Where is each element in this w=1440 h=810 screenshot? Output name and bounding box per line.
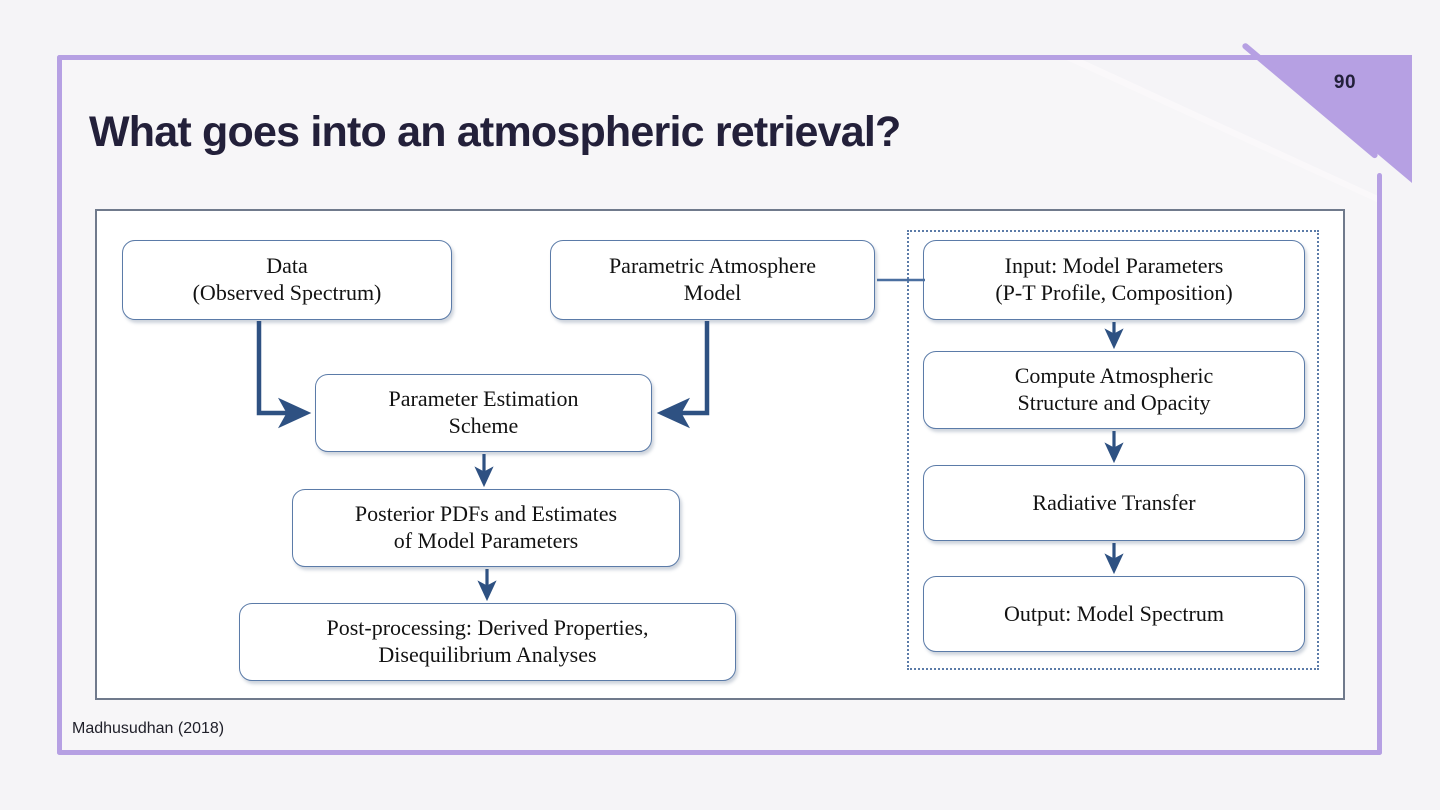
diagram-canvas: Data (Observed Spectrum) Parametric Atmo… xyxy=(97,211,1343,698)
page-title: What goes into an atmospheric retrieval? xyxy=(89,108,901,156)
flow-box-compute-line1: Compute Atmospheric xyxy=(1014,363,1214,389)
flow-box-output-model-spectrum: Output: Model Spectrum xyxy=(923,576,1305,652)
page-number: 90 xyxy=(1333,72,1357,93)
flow-box-input-line2: (P-T Profile, Composition) xyxy=(995,280,1233,305)
slide-border-top xyxy=(57,55,1260,60)
slide-border-bottom xyxy=(57,750,1382,755)
flow-box-parameter-estimation-scheme: Parameter Estimation Scheme xyxy=(315,374,652,452)
flow-box-postprocessing-line1: Post-processing: Derived Properties, xyxy=(326,615,649,641)
flow-box-posterior-pdfs: Posterior PDFs and Estimates of Model Pa… xyxy=(292,489,680,567)
flow-box-estimation-line1: Parameter Estimation xyxy=(388,386,579,412)
flow-box-compute-line2: Structure and Opacity xyxy=(1017,390,1211,415)
flow-box-post-processing: Post-processing: Derived Properties, Dis… xyxy=(239,603,736,681)
flow-box-estimation-line2: Scheme xyxy=(448,413,519,438)
flow-box-compute-atmospheric-structure: Compute Atmospheric Structure and Opacit… xyxy=(923,351,1305,429)
flow-box-data-line1: Data xyxy=(266,253,308,279)
slide-border-right xyxy=(1377,173,1382,755)
flow-box-radiative-line1: Radiative Transfer xyxy=(1032,489,1196,515)
flow-box-input-model-parameters: Input: Model Parameters (P-T Profile, Co… xyxy=(923,240,1305,320)
forward-model-loop-container xyxy=(907,230,1319,670)
flow-box-posterior-line1: Posterior PDFs and Estimates xyxy=(354,501,618,527)
flow-box-output-line1: Output: Model Spectrum xyxy=(1004,600,1224,626)
flow-box-data-line2: (Observed Spectrum) xyxy=(192,280,382,305)
flow-box-posterior-line2: of Model Parameters xyxy=(393,528,579,553)
flow-box-parametric-atmosphere-model: Parametric Atmosphere Model xyxy=(550,240,875,320)
flow-box-parametric-line2: Model xyxy=(683,280,742,305)
diagram-frame: Data (Observed Spectrum) Parametric Atmo… xyxy=(95,209,1345,700)
figure-caption: Madhusudhan (2018) xyxy=(72,720,225,737)
arrow-parametric-to-estimation xyxy=(656,321,710,429)
flow-box-input-line1: Input: Model Parameters xyxy=(1004,253,1224,279)
flow-box-postprocessing-line2: Disequilibrium Analyses xyxy=(378,642,597,667)
slide-border-left xyxy=(57,55,62,755)
flow-box-parametric-line1: Parametric Atmosphere xyxy=(608,253,817,279)
flow-box-data: Data (Observed Spectrum) xyxy=(122,240,452,320)
arrow-data-to-estimation xyxy=(256,321,312,429)
flow-box-radiative-transfer: Radiative Transfer xyxy=(923,465,1305,541)
